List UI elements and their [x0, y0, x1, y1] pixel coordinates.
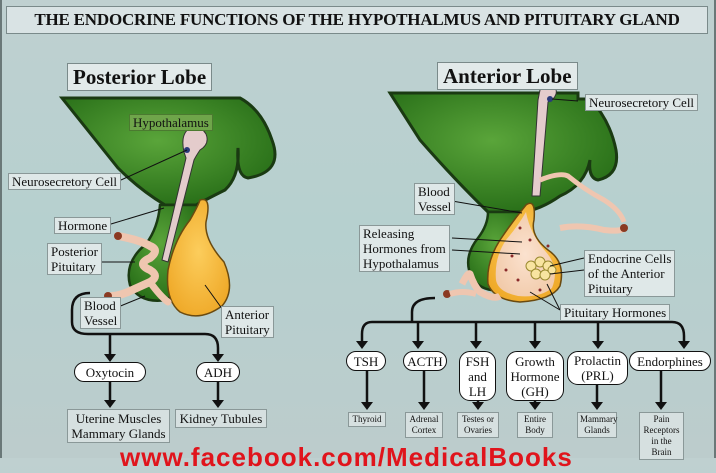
anterior-blood-vessel [443, 172, 628, 301]
posterior-blood-vessel [104, 232, 172, 306]
anterior-leader-lines [451, 98, 585, 311]
hormone-prolactin: Prolactin (PRL) [567, 351, 628, 385]
hormone-adh: ADH [196, 362, 240, 382]
label-endocrine-cells: Endocrine Cells of the Anterior Pituitar… [584, 250, 676, 297]
target-adrenal-cortex: Adrenal Cortex [405, 412, 443, 438]
label-posterior-blood-vessel: Blood Vessel [80, 297, 122, 329]
posterior-leader-lines [100, 149, 224, 311]
posterior-anterior-pituitary-shape [166, 198, 231, 317]
label-releasing-hormones: Releasing Hormones from Hypothalamus [359, 225, 450, 272]
endocrine-cells-cluster [525, 256, 557, 281]
label-hypothalamus: Hypothalamus [129, 114, 213, 131]
page-frame [0, 0, 716, 458]
hormone-fsh-lh: FSH and LH [459, 351, 496, 401]
hormone-acth: ACTH [403, 351, 447, 371]
target-pain-receptors: Pain Receptors in the Brain [639, 412, 684, 460]
posterior-flow-arrowheads [104, 354, 224, 408]
hormone-growth-hormone: Growth Hormone (GH) [506, 351, 564, 401]
hormone-oxytocin: Oxytocin [74, 362, 146, 382]
label-anterior-neurosecretory-cell: Neurosecretory Cell [585, 94, 699, 111]
target-thyroid: Thyroid [348, 412, 386, 427]
label-hormone: Hormone [54, 217, 112, 234]
label-anterior-pituitary: Anterior Pituitary [221, 306, 274, 338]
target-mammary-glands: Mammary Glands [577, 412, 618, 438]
posterior-lobe-title: Posterior Lobe [67, 63, 213, 91]
anterior-lobe-title: Anterior Lobe [437, 62, 578, 90]
label-posterior-pituitary: Posterior Pituitary [47, 243, 102, 275]
anterior-flow-arrowheads [356, 341, 690, 410]
target-entire-body: Entire Body [517, 412, 553, 438]
target-uterine-mammary: Uterine Muscles Mammary Glands [67, 409, 170, 443]
label-anterior-blood-vessel: Blood Vessel [414, 183, 456, 215]
target-testes-ovaries: Testes or Ovaries [457, 412, 499, 438]
label-posterior-neurosecretory-cell: Neurosecretory Cell [8, 173, 122, 190]
label-pituitary-hormones: Pituitary Hormones [560, 304, 671, 321]
anatomy-illustration [58, 83, 690, 410]
target-kidney-tubules: Kidney Tubules [175, 409, 267, 428]
hormone-dots [504, 226, 550, 292]
hormone-tsh: TSH [346, 351, 386, 371]
page-title: THE ENDOCRINE FUNCTIONS OF THE HYPOTHALM… [6, 6, 708, 34]
posterior-flow-lines [70, 291, 220, 402]
hormone-endorphines: Endorphines [629, 351, 711, 371]
